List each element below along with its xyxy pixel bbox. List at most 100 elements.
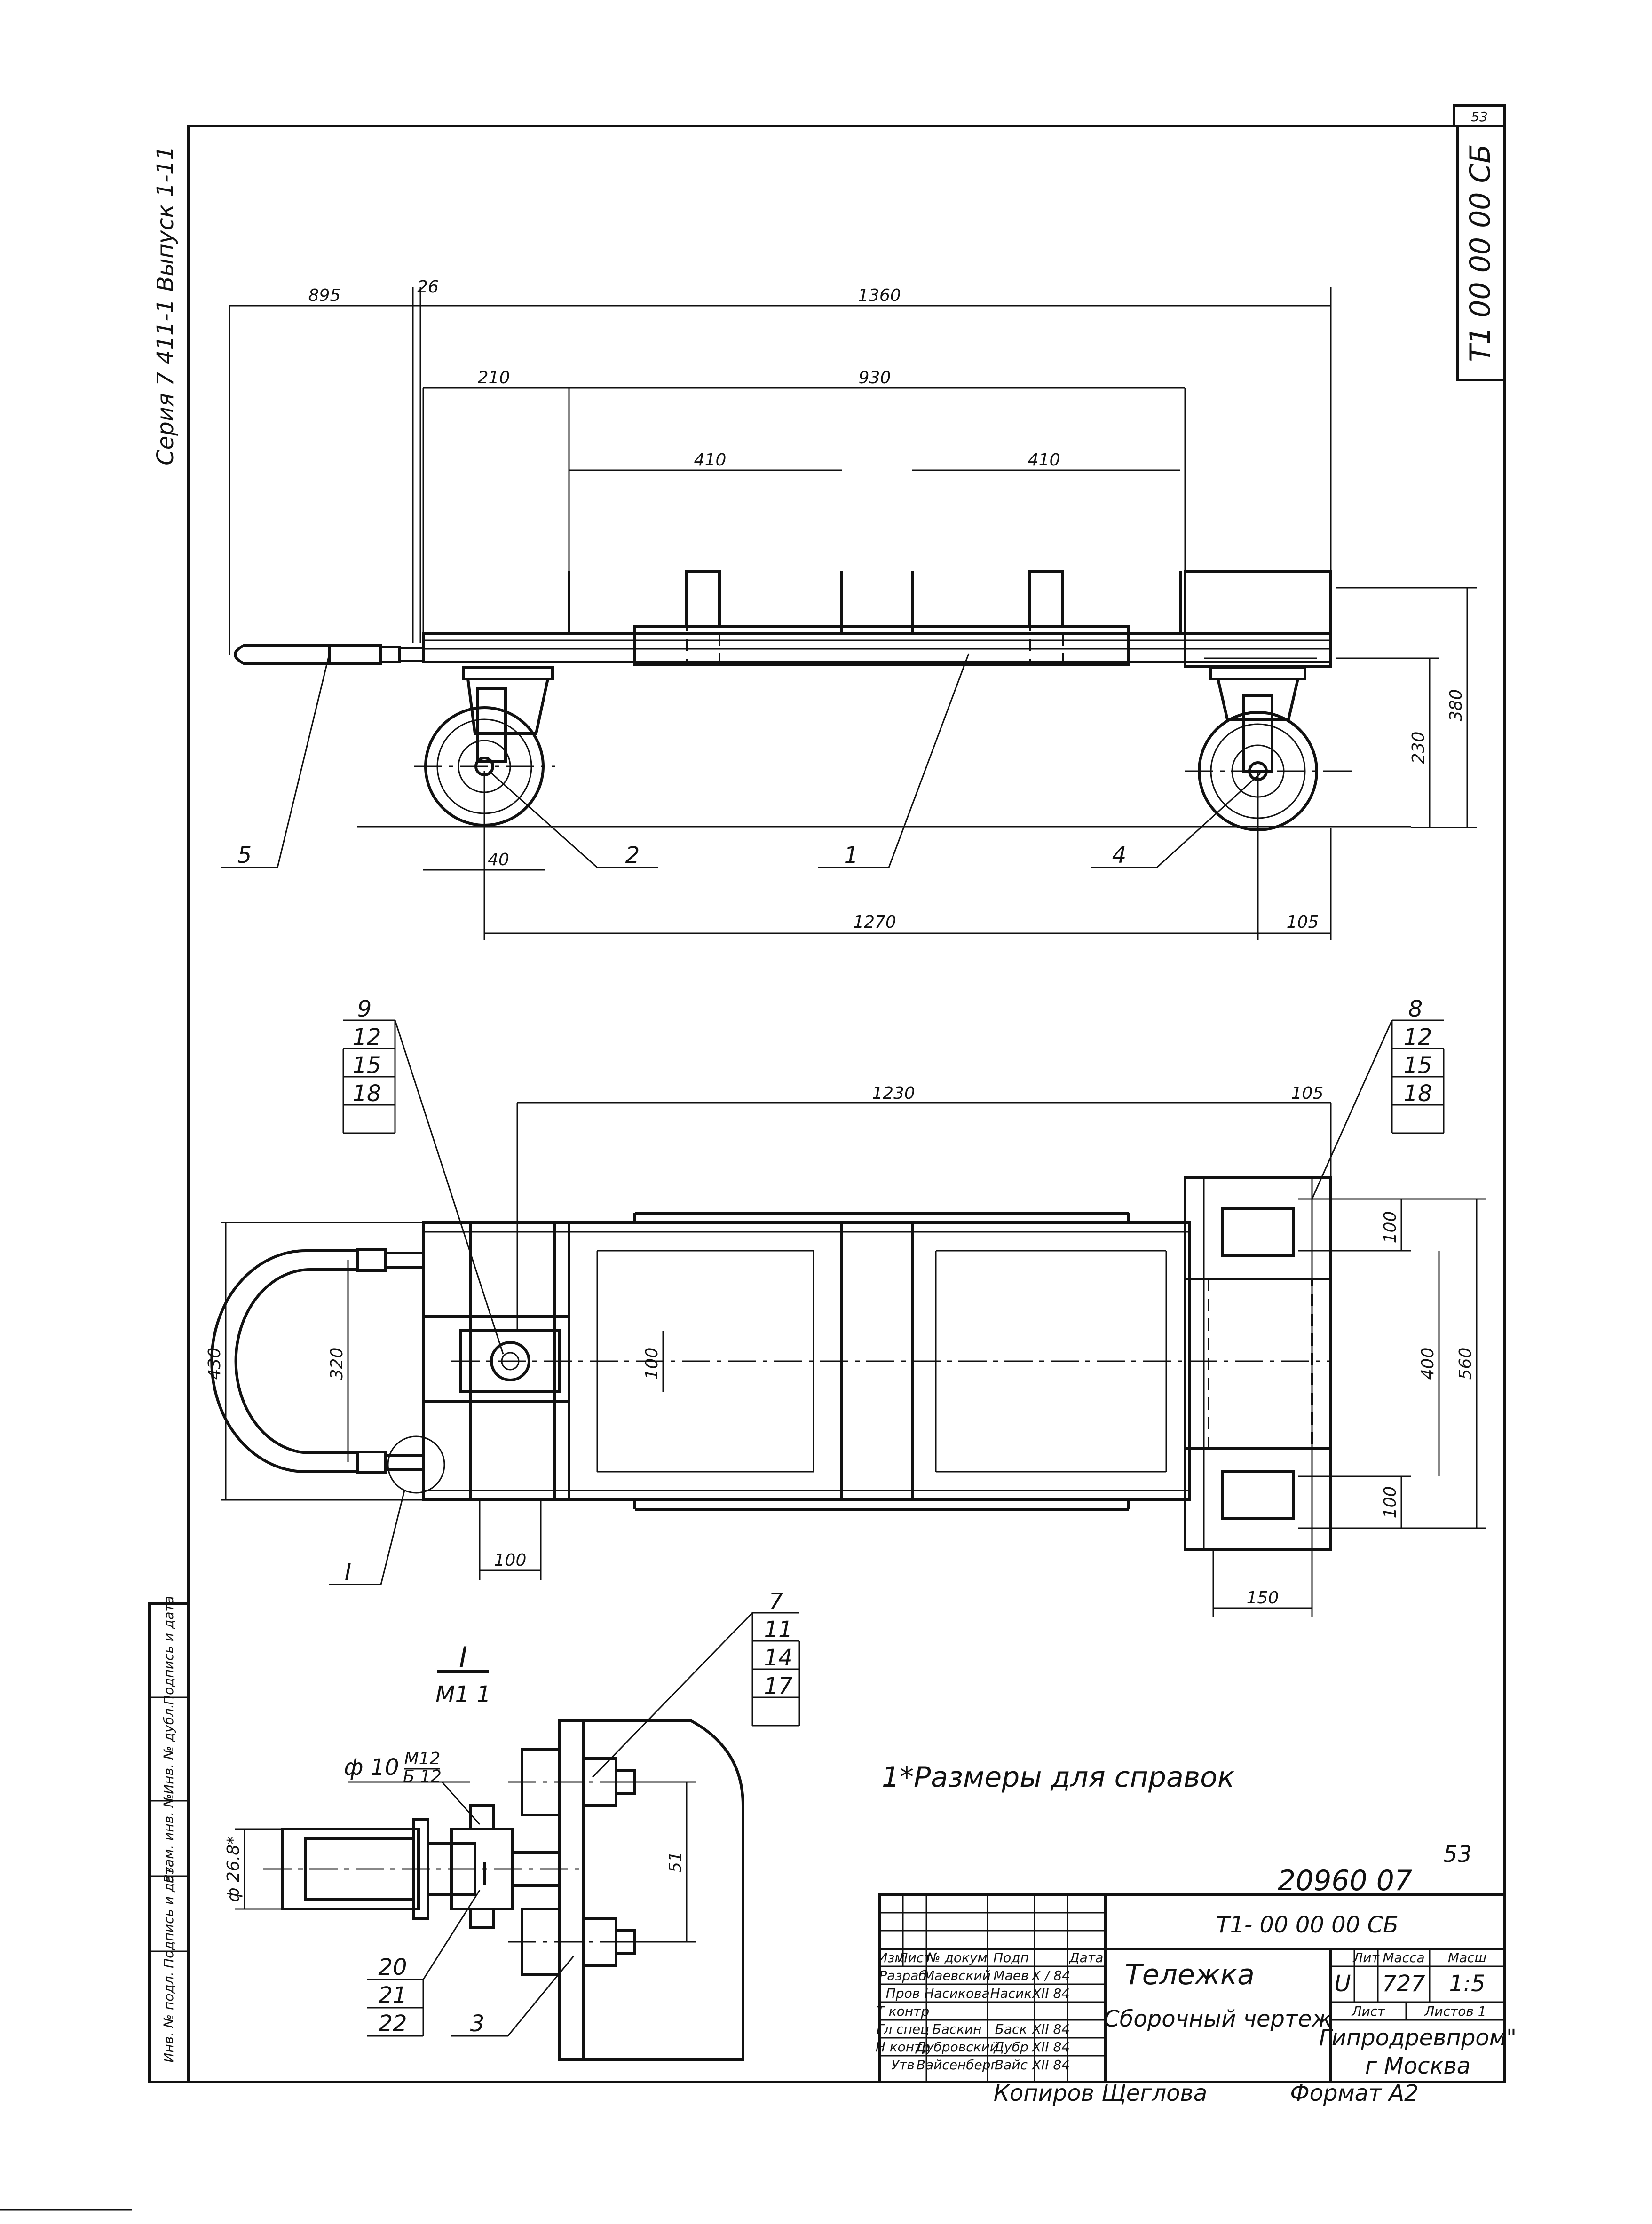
row-sign-1: Маев bbox=[993, 1968, 1028, 1983]
row-date-1: X / 84 bbox=[1031, 1968, 1070, 1983]
callout-1: 1 bbox=[844, 842, 859, 868]
sheets-label: Листов 1 bbox=[1424, 2003, 1486, 2019]
right-box-item-1: 8 bbox=[1408, 996, 1423, 1022]
title-name: Тележка bbox=[1125, 1958, 1255, 1991]
dim-560: 560 bbox=[1456, 1348, 1475, 1380]
mass-value: 727 bbox=[1382, 1971, 1425, 1997]
row-name-5: Дубровский bbox=[915, 2039, 998, 2055]
row-role-5: Н контр bbox=[876, 2039, 930, 2055]
sheet-frame bbox=[0, 104, 1506, 2211]
stamp-inv-podl: Инв. № подл. bbox=[161, 1972, 176, 2062]
col-header-date: Дата bbox=[1068, 1950, 1104, 1965]
archive-number: 20960 07 bbox=[1278, 1864, 1412, 1897]
dim-1230: 1230 bbox=[872, 1084, 915, 1103]
row-date-6: XII 84 bbox=[1031, 2057, 1070, 2073]
detail-callout-3: 3 bbox=[470, 2011, 485, 2037]
callout-4: 4 bbox=[1112, 842, 1127, 868]
box-wall bbox=[558, 1719, 744, 2061]
lit-value: U bbox=[1334, 1971, 1351, 1997]
detail-box-item-2: 11 bbox=[764, 1617, 792, 1643]
row-sign-4: Баск bbox=[995, 2021, 1028, 2037]
dim-1360: 1360 bbox=[858, 286, 901, 305]
row-role-2: Пров bbox=[886, 1986, 920, 2001]
center-beam bbox=[633, 625, 1130, 666]
copied-by: Копиров Щеглова bbox=[994, 2080, 1207, 2106]
callout-box-right: 8 12 15 18 bbox=[1311, 996, 1445, 1199]
lit-label: Лит bbox=[1352, 1950, 1379, 1965]
detail-title: I bbox=[459, 1641, 467, 1674]
stamp-vzam-inv: Взам. инв. № bbox=[161, 1794, 176, 1883]
row-sign-6: Вайс bbox=[995, 2057, 1028, 2073]
row-date-5: XII 84 bbox=[1031, 2039, 1070, 2055]
title-doc-code: Т1- 00 00 00 СБ bbox=[1216, 1912, 1399, 1938]
row-sign-2: Насик bbox=[990, 1986, 1032, 2001]
bracket-right bbox=[1028, 570, 1064, 628]
mass-label: Масса bbox=[1383, 1950, 1424, 1965]
dim-430: 430 bbox=[205, 1348, 224, 1380]
col-header-list: Лист bbox=[898, 1950, 932, 1965]
row-name-6: Вайсенберг bbox=[917, 2057, 998, 2073]
page-number: 53 bbox=[1471, 109, 1488, 125]
sheet-label: Лист bbox=[1352, 2003, 1386, 2019]
right-caster bbox=[1185, 666, 1354, 831]
col-header-izm: Изм bbox=[878, 1950, 905, 1965]
callout-box-detail-top: 7 11 14 17 bbox=[592, 1588, 800, 1778]
row-role-3: Т контр bbox=[877, 2003, 929, 2019]
right-box-top bbox=[1184, 1176, 1332, 1551]
detail-b12: Б 12 bbox=[403, 1767, 442, 1786]
top-view: 1230 105 430 320 100 100 100 400 560 100… bbox=[205, 996, 1486, 1617]
detail-stack-2: 21 bbox=[378, 1982, 407, 2009]
dim-100-bottom: 100 bbox=[494, 1551, 527, 1570]
row-role-4: Гл спец bbox=[877, 2021, 929, 2037]
dim-210: 210 bbox=[478, 368, 510, 387]
col-header-sign: Подп bbox=[993, 1950, 1029, 1965]
row-name-4: Баскин bbox=[932, 2021, 981, 2037]
detail-stack-3: 22 bbox=[378, 2011, 407, 2037]
dim-410-left: 410 bbox=[694, 450, 727, 470]
dim-100-center: 100 bbox=[642, 1348, 662, 1380]
detail-scale: М1 1 bbox=[435, 1681, 491, 1708]
stamp-inv-dubl: Инв. № дубл. bbox=[161, 1704, 176, 1794]
detail-box-item-4: 17 bbox=[764, 1673, 793, 1699]
dim-380: 380 bbox=[1446, 689, 1466, 722]
detail-phi10: ф 10 bbox=[344, 1754, 399, 1781]
dim-105: 105 bbox=[1287, 913, 1319, 932]
left-caster bbox=[414, 666, 555, 827]
dim-895: 895 bbox=[308, 286, 341, 305]
scale-label: Масш bbox=[1448, 1950, 1486, 1965]
dim-150: 150 bbox=[1247, 1588, 1279, 1608]
row-date-2: XII 84 bbox=[1031, 1986, 1070, 2001]
dim-26: 26 bbox=[417, 277, 439, 297]
scale-value: 1:5 bbox=[1449, 1971, 1485, 1997]
left-box-item-4: 18 bbox=[352, 1080, 381, 1107]
row-role-1: Разраб bbox=[879, 1968, 926, 1983]
detail-phi268: ф 26.8* bbox=[224, 1836, 243, 1902]
dim-51: 51 bbox=[666, 1851, 685, 1873]
dim-105-top: 105 bbox=[1291, 1084, 1324, 1103]
dim-320: 320 bbox=[327, 1348, 347, 1380]
row-sign-5: Дубр bbox=[993, 2039, 1028, 2055]
detail-m12: М12 bbox=[404, 1749, 441, 1768]
callout-5: 5 bbox=[237, 842, 252, 868]
reference-note: 1*Размеры для справок bbox=[882, 1761, 1234, 1794]
stamp-sign-date-2: Подпись и дата bbox=[161, 1596, 176, 1705]
right-box-item-4: 18 bbox=[1403, 1080, 1432, 1107]
callout-2: 2 bbox=[625, 842, 640, 868]
detail-ref-I: I bbox=[345, 1559, 351, 1585]
city: г Москва bbox=[1365, 2053, 1470, 2079]
detail-box-item-1: 7 bbox=[769, 1588, 783, 1615]
format-label: Формат А2 bbox=[1290, 2080, 1418, 2106]
dim-1270: 1270 bbox=[853, 913, 896, 932]
stamp-sign-date-1: Подпись и дата bbox=[161, 1859, 176, 1968]
dim-410-right: 410 bbox=[1028, 450, 1060, 470]
callout-box-detail-bottom: 20 21 22 bbox=[367, 1890, 481, 2037]
side-stamp: Инв. № подл. Подпись и дата Взам. инв. №… bbox=[161, 1596, 176, 2063]
dim-40: 40 bbox=[488, 850, 509, 869]
organization: Гипродревпром" bbox=[1319, 2025, 1517, 2051]
series-note-vertical: Серия 7 411-1 Выпуск 1-11 bbox=[152, 146, 179, 465]
left-box-item-3: 15 bbox=[352, 1052, 381, 1079]
handle-bar bbox=[234, 644, 331, 665]
right-box-item-2: 12 bbox=[1403, 1024, 1432, 1050]
dim-100-bottom-right: 100 bbox=[1381, 1486, 1400, 1519]
